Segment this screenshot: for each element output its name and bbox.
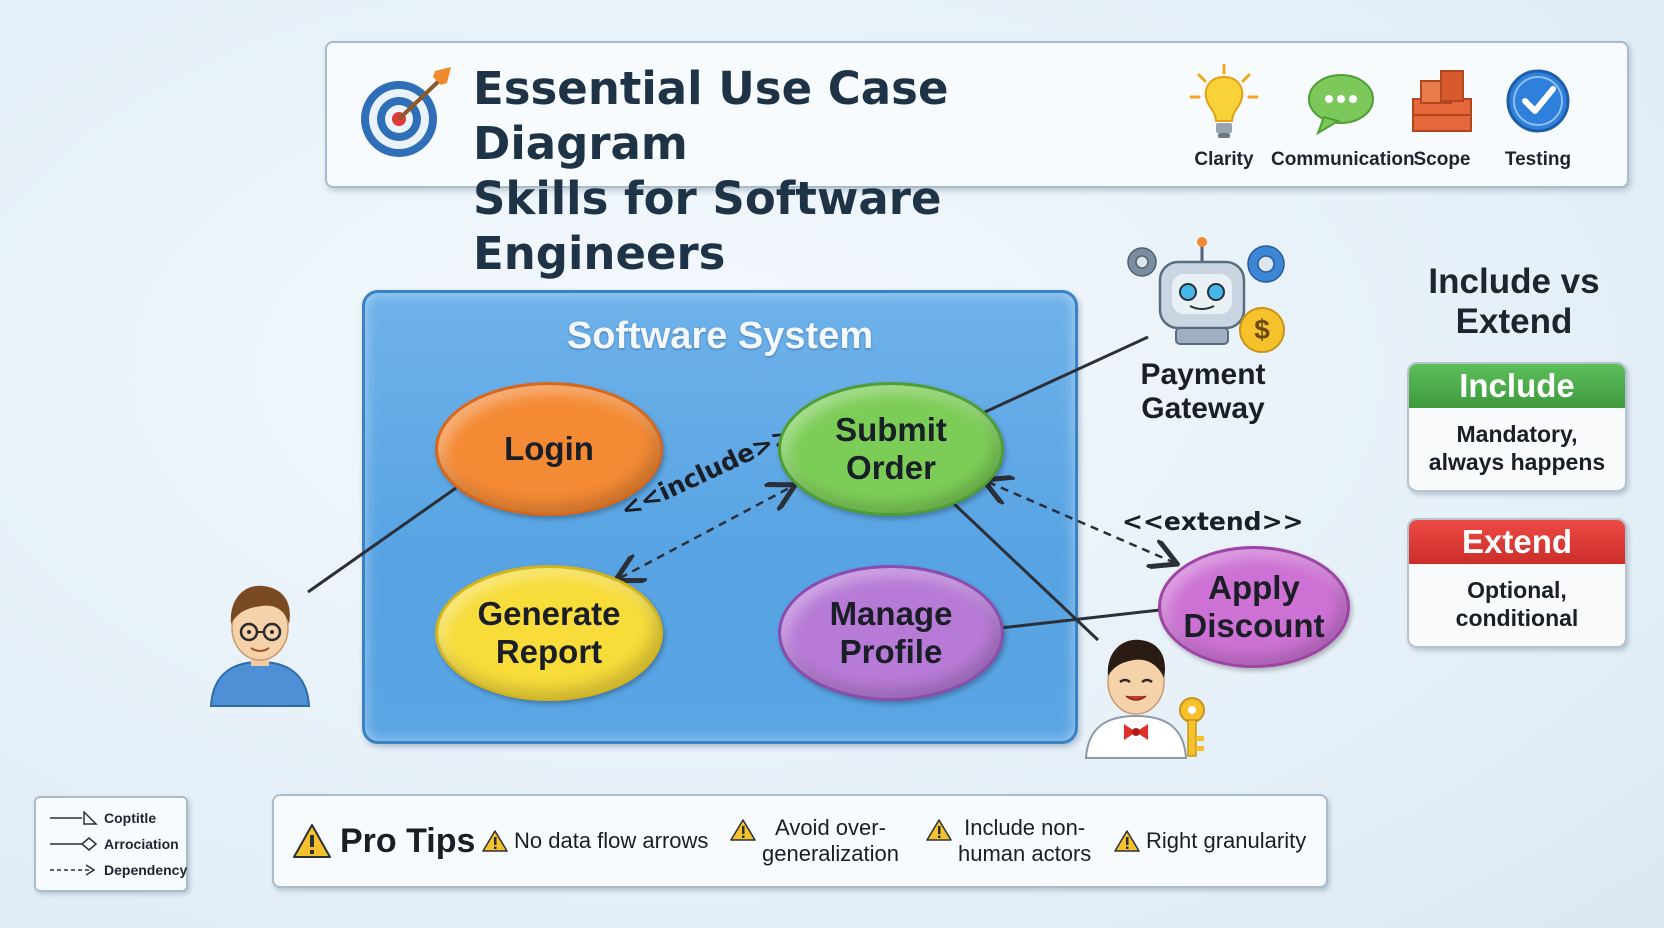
pro-tips-bar: Pro Tips No data flow arrows Avoid over-…	[272, 794, 1328, 888]
legend-item-association: Arrociation	[48, 832, 179, 856]
tip-text: Avoid over-	[775, 815, 886, 840]
user-actor-icon	[209, 585, 311, 707]
checkmark-icon	[1506, 69, 1570, 133]
title-line: Include vs	[1428, 262, 1600, 301]
legend-label: Arrociation	[104, 836, 179, 852]
header-item-label: Communication	[1271, 149, 1415, 170]
body-line: Optional,	[1467, 577, 1567, 603]
admin-actor-icon	[1084, 639, 1205, 759]
association-gateway-submit	[984, 335, 1149, 414]
legend-label: Dependency	[104, 862, 188, 878]
page-title: Essential Use Case Diagram Skills for So…	[473, 61, 1173, 281]
warning-icon	[482, 830, 508, 852]
pro-tips-heading: Pro Tips	[292, 796, 475, 886]
scope-blocks-icon	[1412, 70, 1472, 132]
header-item-label: Clarity	[1194, 149, 1254, 170]
association-manage-discount	[999, 608, 1161, 630]
title-line-1: Essential Use Case Diagram	[473, 62, 949, 170]
actor-label-line: Gateway	[1141, 392, 1265, 425]
extend-relation	[988, 482, 1175, 563]
actor-label-line: Payment	[1140, 358, 1266, 391]
use-case-label: Login	[504, 430, 594, 467]
include-vs-extend-title: Include vs Extend	[1404, 262, 1624, 342]
tip-item: Right granularity	[1114, 796, 1306, 886]
warning-icon	[926, 819, 952, 841]
extend-card: Extend Optional, conditional	[1407, 518, 1627, 648]
use-case-label: Discount	[1183, 607, 1325, 644]
body-line: Mandatory,	[1456, 421, 1578, 447]
tip-item: Avoid over- generalization	[730, 796, 899, 886]
use-case-manage-profile[interactable]: Manage Profile	[778, 565, 1004, 701]
dashed-arrow-icon	[50, 864, 96, 876]
legend-label: Coptitle	[104, 810, 157, 826]
extend-card-header: Extend	[1409, 520, 1625, 564]
tip-item: No data flow arrows	[482, 796, 708, 886]
legend-item-dependency: Dependency	[48, 858, 187, 882]
use-case-apply-discount[interactable]: Apply Discount	[1158, 546, 1350, 668]
header-item-label: Scope	[1413, 149, 1471, 170]
body-line: conditional	[1455, 605, 1579, 631]
use-case-submit-order[interactable]: Submit Order	[778, 382, 1004, 516]
legend-item-generalization: Coptitle	[48, 806, 156, 830]
use-case-generate-report[interactable]: Generate Report	[435, 565, 663, 701]
tip-text: human actors	[958, 841, 1092, 866]
payment-gateway-label: Payment Gateway	[1118, 358, 1288, 426]
tip-item: Include non- human actors	[926, 796, 1091, 886]
association-admin-submit	[948, 498, 1100, 642]
header-item-scope: Scope	[1382, 63, 1502, 171]
tip-text: generalization	[762, 841, 899, 866]
speech-bubble-icon	[1308, 74, 1374, 136]
header-item-communication: Communication	[1271, 63, 1415, 171]
association-user-login	[307, 486, 457, 594]
use-case-label: Apply	[1208, 569, 1300, 606]
header-banner: Essential Use Case Diagram Skills for So…	[325, 41, 1629, 280]
include-card: Include Mandatory, always happens	[1407, 362, 1627, 492]
extend-card-body: Optional, conditional	[1409, 564, 1625, 632]
lightbulb-icon	[1189, 63, 1259, 138]
header-item-label: Testing	[1504, 149, 1572, 170]
include-relation	[620, 486, 793, 578]
tip-text: Include non-	[964, 815, 1086, 840]
body-line: always happens	[1428, 449, 1606, 475]
header-item-testing: Testing	[1478, 63, 1598, 171]
diamond-arrow-icon	[50, 837, 98, 851]
use-case-login[interactable]: Login	[435, 382, 663, 516]
include-card-body: Mandatory, always happens	[1409, 408, 1625, 476]
svg-text:$: $	[1254, 314, 1270, 345]
include-card-header: Include	[1409, 364, 1625, 408]
title-line-2: Skills for Software Engineers	[473, 172, 942, 280]
tip-text: No data flow arrows	[514, 828, 709, 853]
warning-icon	[1114, 830, 1140, 852]
use-case-label: Order	[846, 449, 936, 486]
header-item-clarity: Clarity	[1164, 63, 1284, 171]
use-case-label: Manage	[829, 595, 953, 632]
warning-icon	[293, 824, 331, 858]
triangle-arrow-icon	[50, 811, 98, 825]
target-icon	[361, 67, 451, 157]
legend: Coptitle Arrociation Dependency	[34, 796, 188, 892]
system-title: Software System	[566, 315, 874, 357]
warning-icon	[730, 819, 756, 841]
tip-text: Right granularity	[1146, 828, 1307, 853]
extend-stereotype: <<extend>>	[1122, 507, 1304, 536]
use-case-label: Generate	[477, 595, 621, 632]
use-case-label: Profile	[839, 633, 943, 670]
pro-tips-title: Pro Tips	[340, 822, 476, 860]
use-case-label: Submit	[835, 411, 947, 448]
robot-actor-icon: $	[1127, 237, 1285, 353]
title-line: Extend	[1455, 302, 1573, 341]
use-case-label: Report	[495, 633, 603, 670]
